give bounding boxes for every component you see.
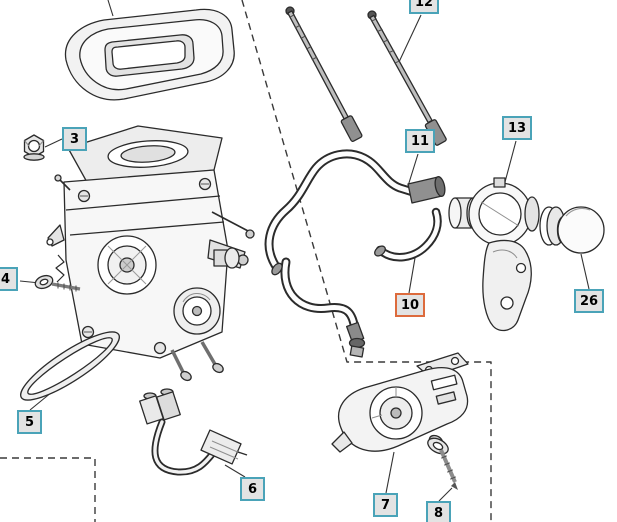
group-boundary-dashed-lines [0,0,492,522]
primer-bulb-drawing [539,206,605,254]
part-label-5[interactable]: 5 [17,410,42,434]
pump-bracket-drawing [331,352,469,453]
part-label-6[interactable]: 6 [240,477,265,501]
part-label-4[interactable]: 4 [0,267,18,291]
part-label-26[interactable]: 26 [574,289,605,313]
purge-pump-drawing [448,177,540,332]
part-label-3[interactable]: 3 [62,127,87,151]
part-label-11[interactable]: 11 [405,129,436,153]
screw-drawing-8 [427,434,458,490]
carburetor-drawing [46,125,255,382]
screw-drawing-4 [34,274,81,292]
part-label-13[interactable]: 13 [502,116,533,140]
fuel-hose-drawing [264,149,446,358]
gasket-loop-drawing [20,331,120,401]
part-label-10[interactable]: 10 [395,293,426,317]
impulse-hose-drawing [374,207,442,262]
collar-screws-drawing [285,6,447,146]
part-label-12[interactable]: 12 [409,0,440,14]
wiring-harness-drawing [139,388,248,476]
part-label-8[interactable]: 8 [426,501,451,522]
part-label-7[interactable]: 7 [373,493,398,517]
flange-nut-drawing [23,134,45,161]
air-filter-cover-drawing [64,8,235,101]
